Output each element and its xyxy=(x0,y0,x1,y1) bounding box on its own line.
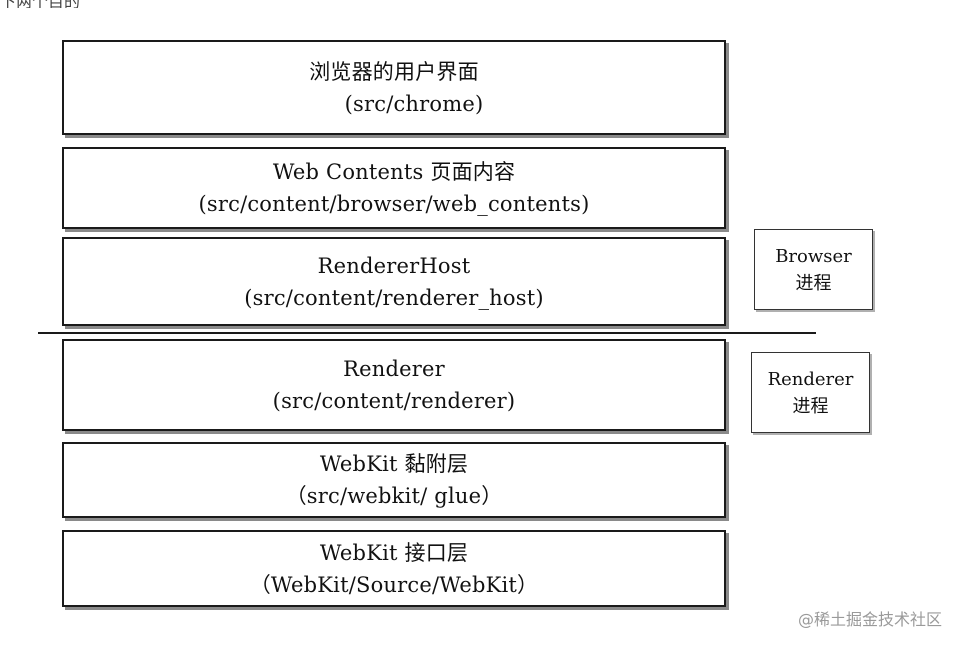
layer-path: （WebKit/Source/WebKit） xyxy=(249,572,539,597)
layer-title: 浏览器的用户界面 xyxy=(309,59,479,84)
layer-title: WebKit 接口层 xyxy=(319,540,469,565)
layer-title: RendererHost xyxy=(317,253,471,278)
layer-web-contents: Web Contents 页面内容 (src/content/browser/w… xyxy=(62,147,726,229)
watermark: @稀土掘金技术社区 xyxy=(797,610,942,629)
layer-renderer-host: RendererHost (src/content/renderer_host) xyxy=(62,237,726,326)
renderer-process-label: Renderer 进程 xyxy=(751,352,870,433)
layer-path: (src/chrome) xyxy=(344,91,484,116)
layer-path: (src/content/renderer) xyxy=(272,389,516,413)
process-suffix: 进程 xyxy=(792,395,829,417)
cut-off-header-text: 下两个目的模块。 xyxy=(0,0,80,8)
process-name: Renderer xyxy=(767,368,854,390)
layer-webkit-api: WebKit 接口层 （WebKit/Source/WebKit） xyxy=(62,530,726,607)
layer-title: Renderer xyxy=(343,357,445,381)
layer-renderer: Renderer (src/content/renderer) xyxy=(62,339,726,431)
layer-title: WebKit 黏附层 xyxy=(319,452,469,476)
browser-process-label: Browser 进程 xyxy=(754,229,873,310)
layer-webkit-glue: WebKit 黏附层 （src/webkit/ glue） xyxy=(62,442,726,518)
layer-path: （src/webkit/ glue） xyxy=(285,484,503,508)
process-name: Browser xyxy=(775,245,852,267)
layer-path: (src/content/browser/web_contents) xyxy=(198,192,590,216)
process-suffix: 进程 xyxy=(795,272,832,294)
layer-path: (src/content/renderer_host) xyxy=(244,285,544,310)
process-boundary-line xyxy=(38,332,816,334)
layer-browser-ui: 浏览器的用户界面 (src/chrome) xyxy=(62,40,726,135)
layer-title: Web Contents 页面内容 xyxy=(272,160,516,184)
